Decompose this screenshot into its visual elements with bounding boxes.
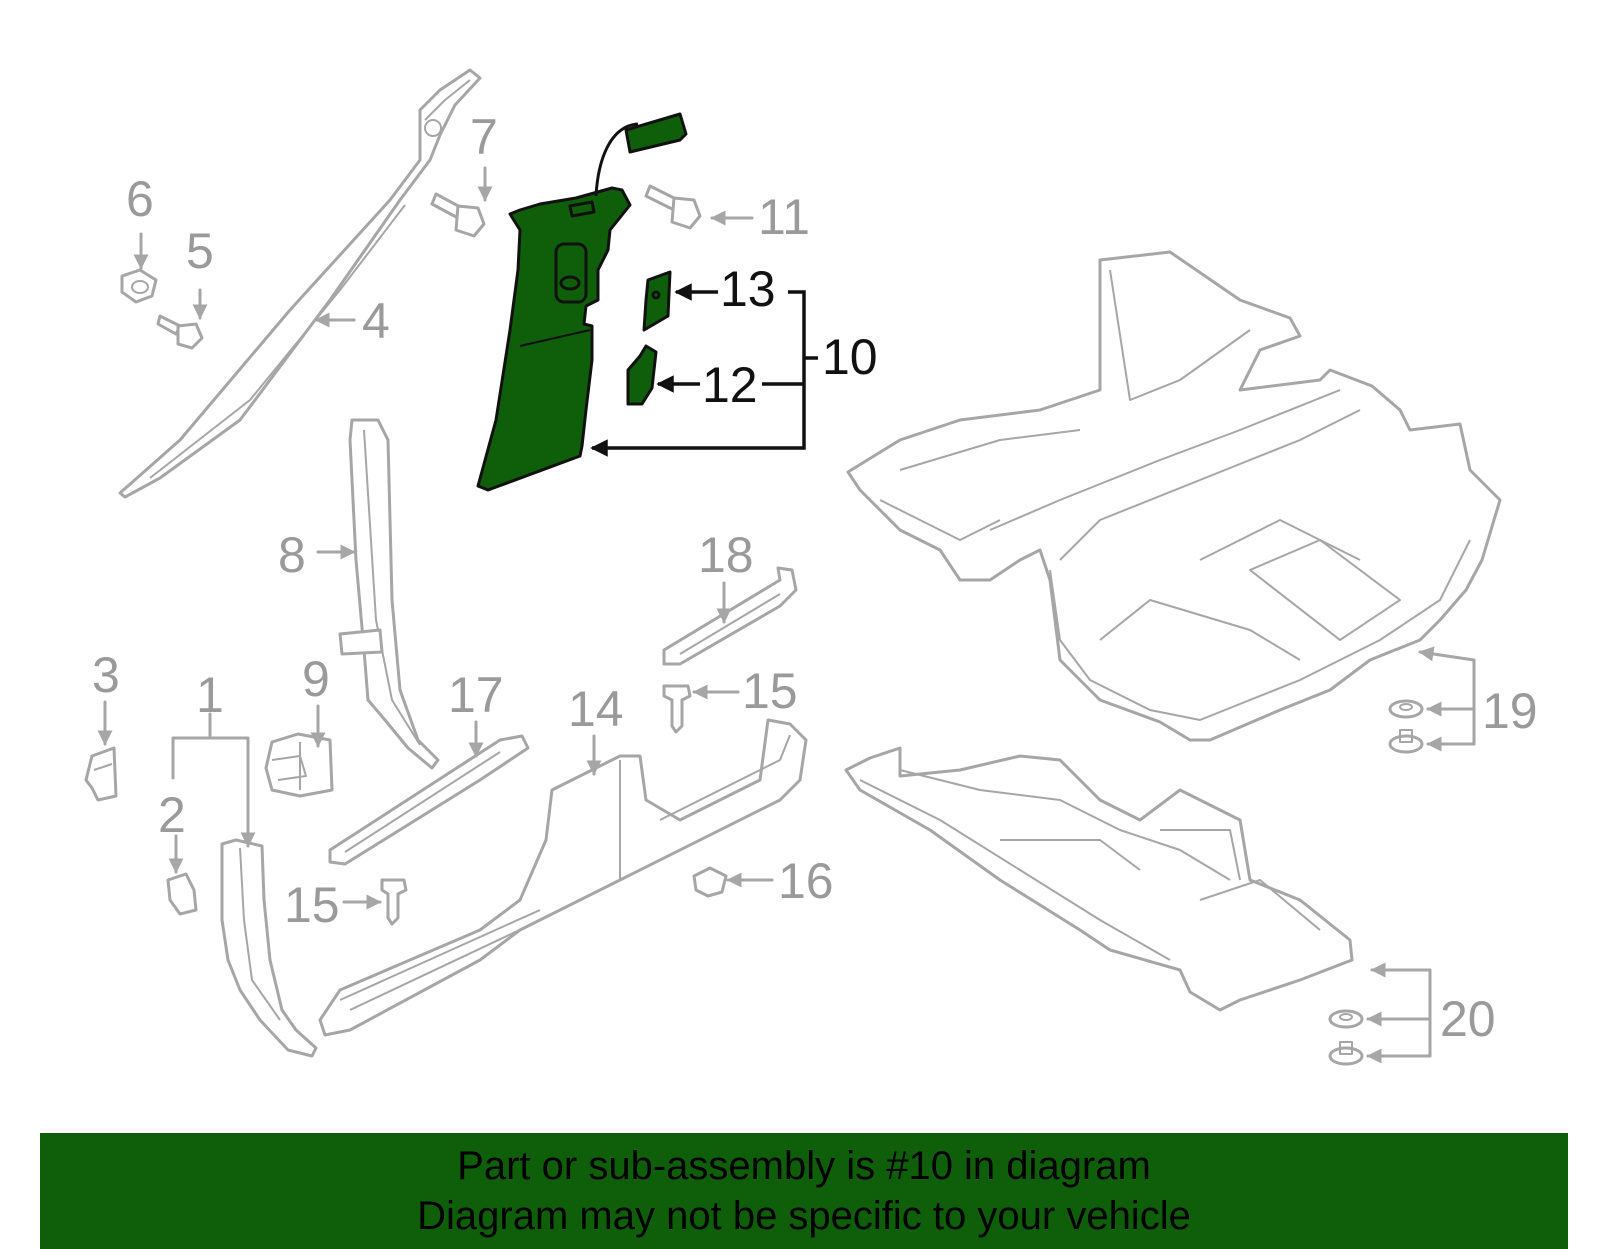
part-2-clip <box>166 872 198 916</box>
callout-16: 16 <box>778 853 834 909</box>
callout-8: 8 <box>278 527 306 583</box>
callout-20: 20 <box>1440 991 1496 1047</box>
part-6-clip <box>120 268 158 304</box>
callout-10: 10 <box>822 329 878 385</box>
callout-19: 19 <box>1482 683 1538 739</box>
callout-18: 18 <box>698 527 754 583</box>
part-11-bolt <box>644 184 702 230</box>
part-16-clip <box>692 866 728 898</box>
callout-14: 14 <box>568 681 624 737</box>
callout-3: 3 <box>92 647 120 703</box>
callout-labels: 1 2 3 4 5 6 7 8 9 10 11 12 13 14 15 15 1… <box>92 109 1538 1047</box>
banner-line-1: Part or sub-assembly is #10 in diagram <box>457 1144 1151 1188</box>
part-17-sill-plate <box>328 734 530 866</box>
info-banner: Part or sub-assembly is #10 in diagram D… <box>40 1133 1568 1249</box>
part-9-bracket <box>264 732 334 798</box>
part-13-trim-piece <box>642 270 672 332</box>
callout-13: 13 <box>720 261 776 317</box>
callout-12: 12 <box>702 357 758 413</box>
part-5-screw <box>156 314 204 350</box>
part-12-trim-piece <box>626 344 658 406</box>
part-15-push-pin-a <box>662 684 692 734</box>
leader-arrows <box>97 166 1476 1064</box>
part-20-fastener-a <box>1328 1009 1364 1029</box>
callout-6: 6 <box>126 171 154 227</box>
part-15-push-pin-b <box>380 878 408 926</box>
callout-11: 11 <box>758 189 810 245</box>
callout-4: 4 <box>362 293 390 349</box>
part-14-scuff-plate <box>318 718 808 1037</box>
callout-1: 1 <box>196 667 224 723</box>
part-10-pillar-trim-assembly <box>476 112 688 492</box>
part-20-fastener-b <box>1328 1041 1364 1066</box>
banner-line-2: Diagram may not be specific to your vehi… <box>417 1194 1191 1238</box>
callout-15-lower: 15 <box>284 877 340 933</box>
part-19-fastener-a <box>1388 699 1424 719</box>
part-19-fastener-b <box>1388 729 1424 754</box>
callout-15-upper: 15 <box>742 663 798 719</box>
callout-2: 2 <box>158 787 186 843</box>
callout-7: 7 <box>470 109 498 165</box>
callout-5: 5 <box>186 223 214 279</box>
callout-17: 17 <box>448 667 504 723</box>
part-8-pillar-trim <box>338 418 440 770</box>
leader-arrows-highlight <box>590 283 818 457</box>
part-4-a-pillar-trim <box>118 68 482 499</box>
part-7-bolt <box>430 192 486 238</box>
callout-9: 9 <box>302 651 330 707</box>
part-20-insulator <box>844 746 1354 1012</box>
part-3-clip <box>84 746 118 802</box>
part-19-floor-carpet <box>846 250 1502 742</box>
part-1-kick-panel <box>220 838 318 1058</box>
